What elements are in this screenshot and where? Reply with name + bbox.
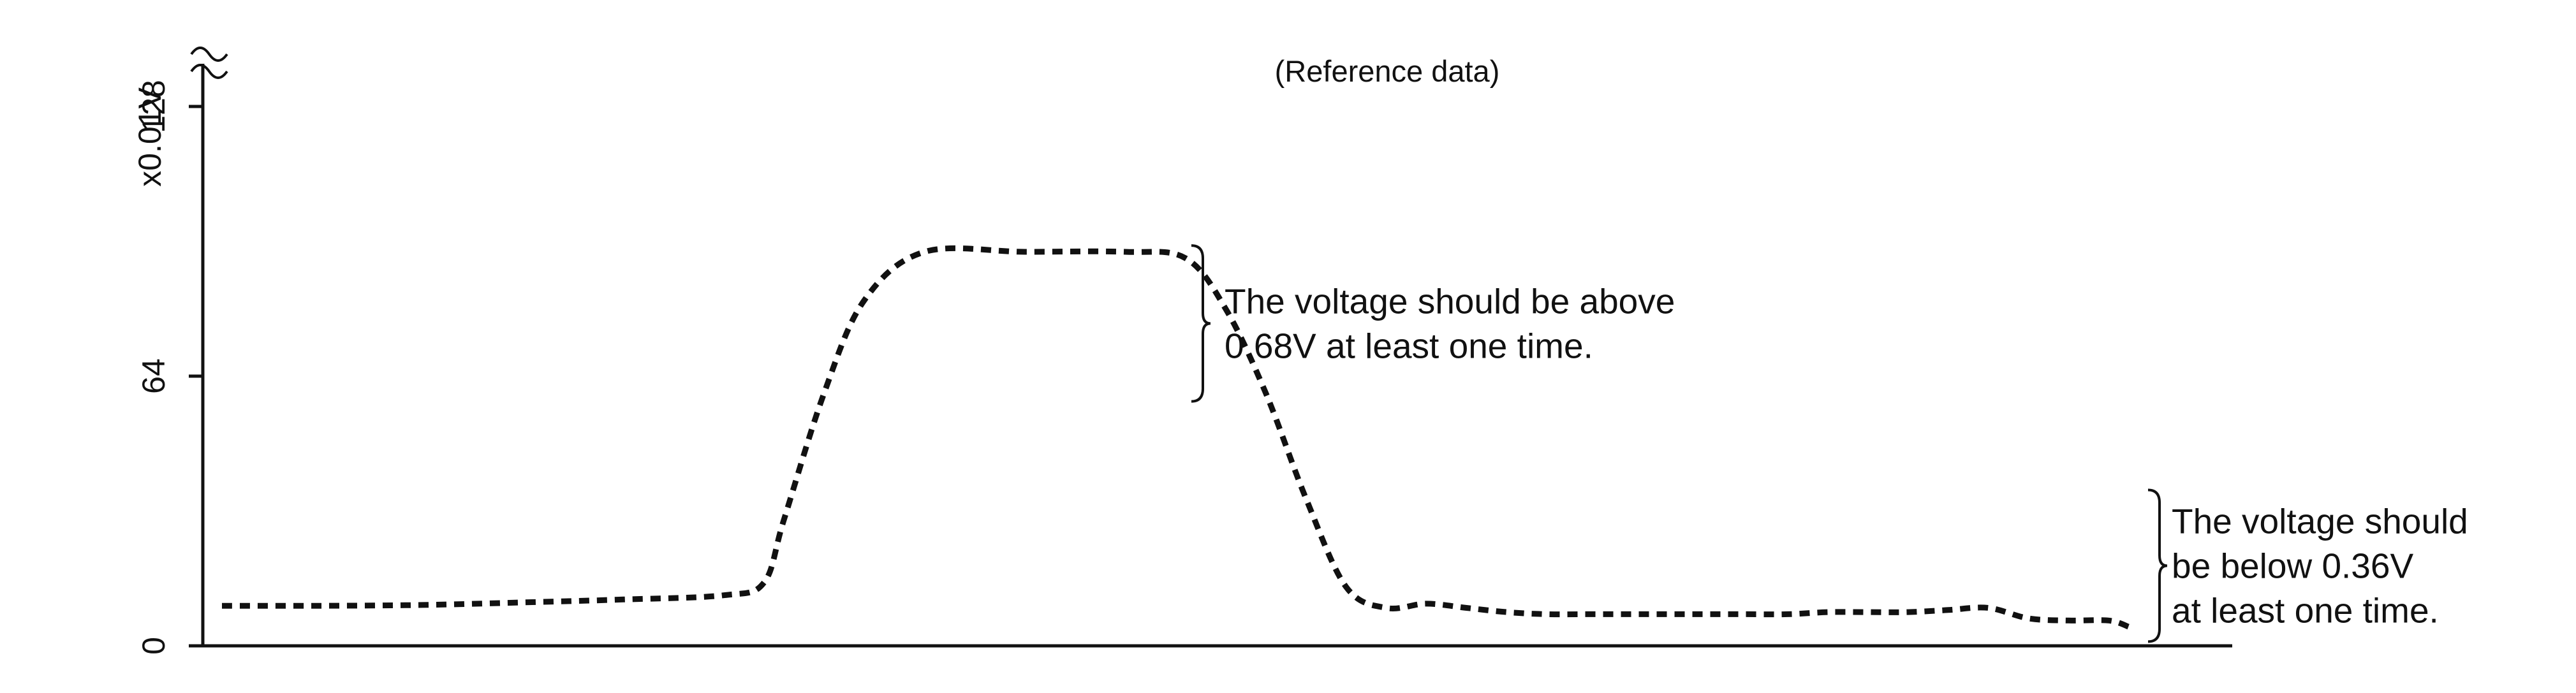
annotations: The voltage should be above 0.68V at leas…: [1191, 244, 2468, 643]
y-ticks: 0 64 128: [136, 80, 203, 655]
annotation-2-line-2: be below 0.36V: [2172, 546, 2413, 585]
annotation-1-line-1: The voltage should be above: [1225, 281, 1675, 321]
y-tick-label-128: 128: [136, 80, 172, 133]
y-tick-label-0: 0: [136, 637, 172, 655]
series-line: [221, 245, 2130, 630]
voltage-trace: [221, 245, 2130, 630]
annotation-2-line-3: at least one time.: [2172, 590, 2439, 630]
y-unit-label: x0.01V: [132, 87, 168, 187]
chart-title: (Reference data): [1275, 54, 1500, 88]
annotation-brace-2: [2147, 488, 2168, 643]
annotation-2-line-1: The voltage should: [2172, 501, 2468, 541]
annotation-brace-1: [1191, 244, 1211, 403]
annotation-1-line-2: 0.68V at least one time.: [1225, 326, 1593, 365]
y-tick-label-64: 64: [136, 358, 172, 394]
axis-break-mark: [190, 47, 228, 79]
